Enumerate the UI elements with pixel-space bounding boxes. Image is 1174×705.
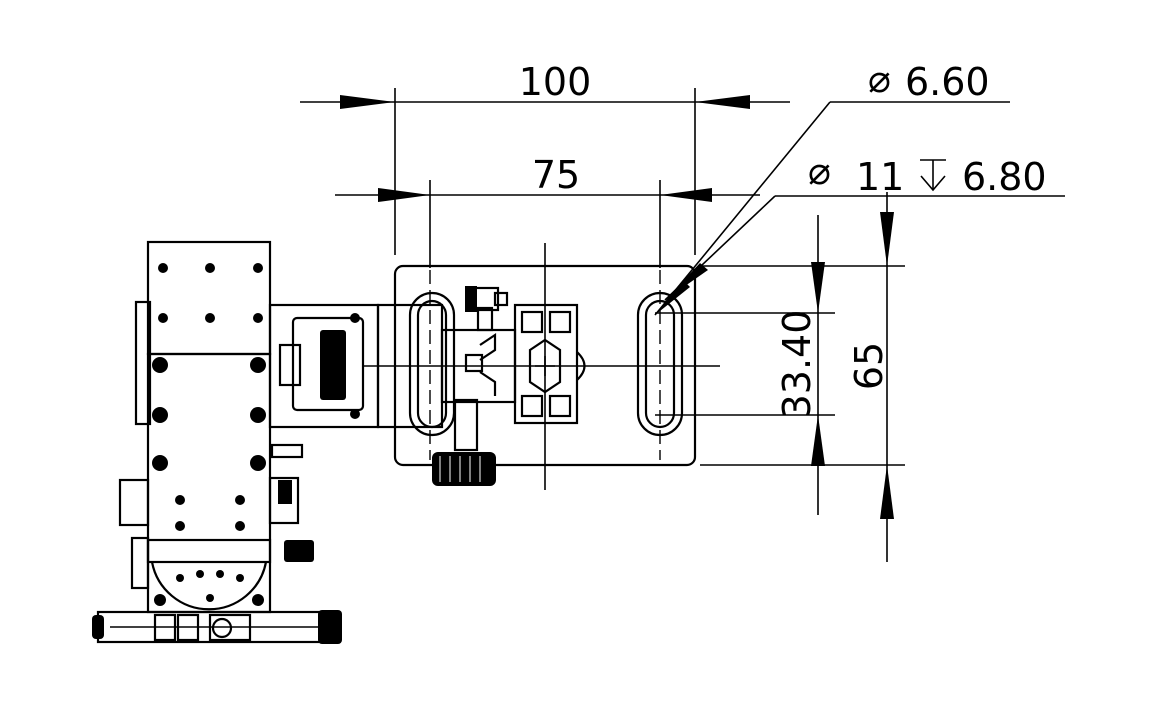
dimension-hole-spacing: 75 <box>335 153 760 268</box>
callout-counterbore: ⌀ 11 6.80 <box>664 149 1065 301</box>
callout-slot-diameter: ⌀ 6.60 <box>654 57 1010 316</box>
dim-label-11: 11 <box>856 155 904 199</box>
dim-label-75: 75 <box>532 153 580 197</box>
depth-symbol-icon <box>920 159 946 192</box>
dim-label-65: 65 <box>847 342 891 390</box>
dim-label-6-60: 6.60 <box>905 60 990 104</box>
dim-label-33-40: 33.40 <box>775 310 819 419</box>
dim-label-100: 100 <box>519 60 592 104</box>
rotation-stage <box>130 536 314 611</box>
slot-left <box>408 291 456 437</box>
dimension-overall-width: 100 <box>300 60 790 255</box>
connecting-arm <box>268 303 444 429</box>
dimension-overall-height: 65 <box>700 192 905 562</box>
dimension-slot-spacing: 33.40 <box>655 215 835 515</box>
micrometer-handle <box>92 610 342 644</box>
adjustment-knob-bottom <box>432 398 496 486</box>
xy-stage-body <box>118 352 304 614</box>
dim-label-6-80: 6.80 <box>962 155 1047 199</box>
diameter-symbol-icon: ⌀ <box>808 149 831 193</box>
slot-right <box>636 291 684 437</box>
extrusion-profile <box>513 303 586 425</box>
xy-stage-top <box>134 240 272 426</box>
diameter-symbol-icon: ⌀ <box>868 57 891 101</box>
